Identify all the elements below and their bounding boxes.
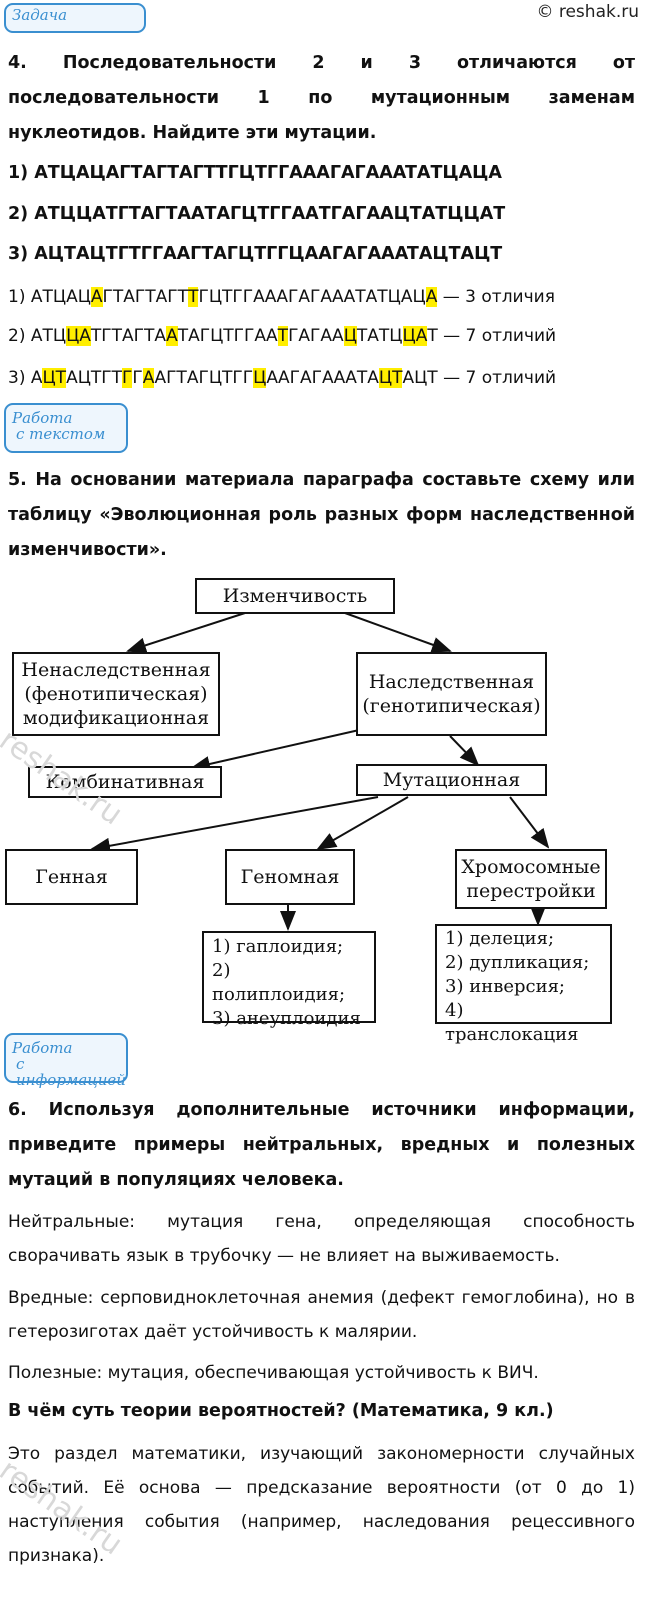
answer-harmful: Вредные: серповидноклеточная анемия (деф… [8, 1288, 635, 1342]
math-answer: Это раздел математики, изучающий законом… [8, 1444, 635, 1566]
answer-line-3: 3) АЦТАЦТГТГГААГТАГЦТГГЦААГАГАААТАЦТАЦТ … [8, 368, 557, 388]
diagram-list-genome: 1) гаплоидия;2) полиплоидия;3) анеуплоид… [202, 931, 376, 1029]
diagram-node-genome: Геномная [225, 849, 355, 905]
diagram-node-combinative: Комбинативная [28, 766, 222, 798]
diagram-node-nonhereditary: Ненаследственная(фенотипическая)модифика… [12, 652, 220, 736]
diagram-node-variability: Изменчивость [195, 578, 395, 614]
question-5: 5. На основании материала параграфа сост… [8, 470, 635, 560]
sequence-2: 2) АТЦЦАТГТАГТААТАГЦТГГААТГАГААЦТАТЦЦАТ [8, 204, 506, 224]
diagram-node-mutational: Мутационная [356, 764, 547, 796]
answer-line-2: 2) АТЦЦАТГТАГТААТАГЦТГГААТГАГААЦТАТЦЦАТ … [8, 326, 557, 346]
answer-useful: Полезные: мутация, обеспечивающая устойч… [8, 1363, 539, 1383]
question-4: 4. Последовательности 2 и 3 отличаются о… [8, 53, 635, 143]
math-question: В чём суть теории вероятностей? (Математ… [8, 1401, 554, 1421]
diagram-list-chromosomal: 1) делеция;2) дупликация;3) инверсия;4) … [435, 924, 612, 1045]
answer-line-1: 1) АТЦАЦАГТАГТАГТТГЦТГГАААГАГАААТАТЦАЦА … [8, 287, 555, 307]
answer-neutral: Нейтральные: мутация гена, определяющая … [8, 1212, 635, 1266]
diagram-node-gene: Генная [5, 849, 138, 905]
diagram-node-hereditary: Наследственная(генотипическая) [356, 652, 547, 736]
site-copyright[interactable]: © reshak.ru [536, 2, 639, 22]
question-6: 6. Используя дополнительные источники ин… [8, 1100, 635, 1190]
tag-task: Задача [4, 3, 146, 33]
sequence-3: 3) АЦТАЦТГТГГААГТАГЦТГГЦААГАГААATАЦТАЦТ [8, 244, 503, 264]
sequence-1: 1) АТЦАЦАГТАГТАГТТГЦТГГААAГАГААATАТЦАЦА [8, 163, 502, 183]
